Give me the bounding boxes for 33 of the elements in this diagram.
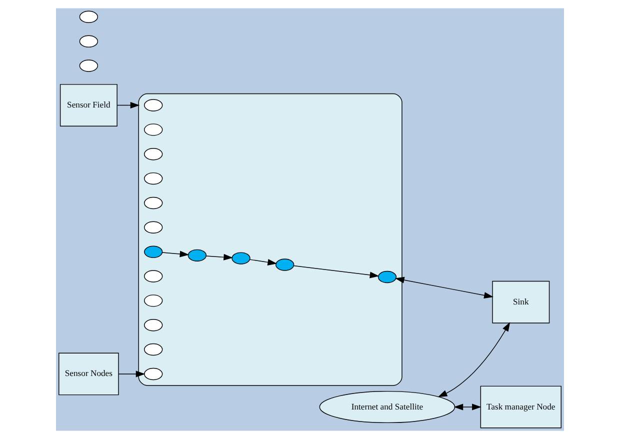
node-box: Task manager Node [480, 386, 561, 428]
arrow [453, 404, 481, 410]
arrow [118, 370, 145, 378]
node-circle [144, 221, 162, 234]
node-circle [78, 10, 98, 23]
node-circle [187, 249, 206, 262]
node-circle [144, 343, 162, 356]
node-box: Sink [492, 280, 550, 324]
node-circle [231, 252, 250, 264]
node-circle [274, 258, 294, 271]
node-circle [377, 270, 396, 284]
arrow [116, 102, 140, 109]
node-circle [144, 319, 162, 332]
node-circle [78, 35, 98, 48]
node-circle [144, 294, 162, 307]
node-circle [144, 148, 162, 160]
node-circle [144, 172, 162, 185]
arrow [249, 259, 277, 266]
arrow [205, 254, 233, 260]
arrow [437, 322, 510, 398]
arrow [394, 276, 493, 298]
node-box: Sensor Nodes [58, 352, 118, 396]
node-circle [144, 196, 162, 210]
arrow [292, 265, 379, 278]
node-circle [78, 60, 98, 72]
node-circle [144, 246, 162, 258]
arrow [162, 250, 189, 258]
node-box: Sensor Field [59, 84, 117, 126]
node-circle [144, 99, 162, 112]
node-circle [144, 124, 162, 136]
node-circle [144, 270, 162, 282]
node-circle [144, 368, 162, 380]
cluster [138, 93, 402, 386]
